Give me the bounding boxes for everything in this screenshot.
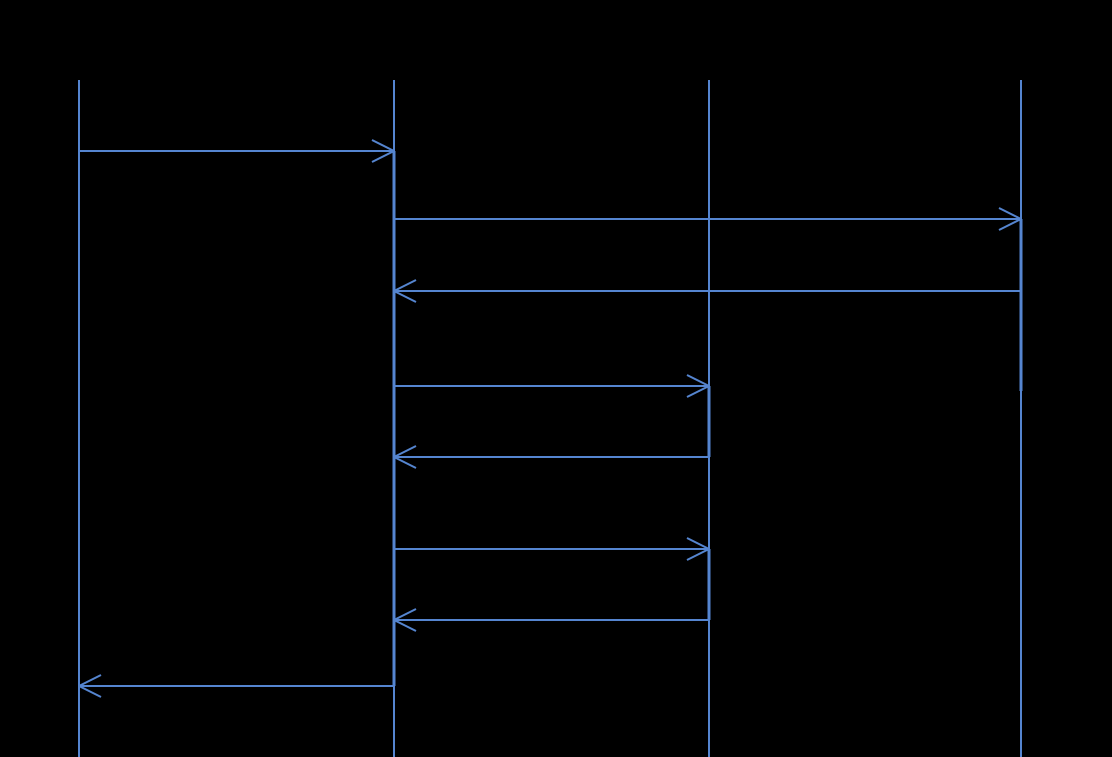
message-7[interactable] (393, 608, 709, 632)
activation-bars-group (392, 151, 1023, 686)
message-3[interactable] (393, 279, 1021, 303)
arrowhead-7 (393, 608, 417, 632)
message-2[interactable] (394, 207, 1022, 231)
lifelines-group (78, 80, 1022, 757)
messages-group (78, 139, 1022, 698)
arrowhead-6 (686, 537, 710, 561)
arrowhead-4 (686, 374, 710, 398)
message-1[interactable] (79, 139, 395, 163)
arrowhead-8 (78, 674, 102, 698)
arrowhead-5 (393, 445, 417, 469)
message-4[interactable] (394, 374, 710, 398)
arrowhead-2 (998, 207, 1022, 231)
message-5[interactable] (393, 445, 709, 469)
arrowhead-1 (371, 139, 395, 163)
message-6[interactable] (394, 537, 710, 561)
arrowhead-3 (393, 279, 417, 303)
message-8[interactable] (78, 674, 394, 698)
